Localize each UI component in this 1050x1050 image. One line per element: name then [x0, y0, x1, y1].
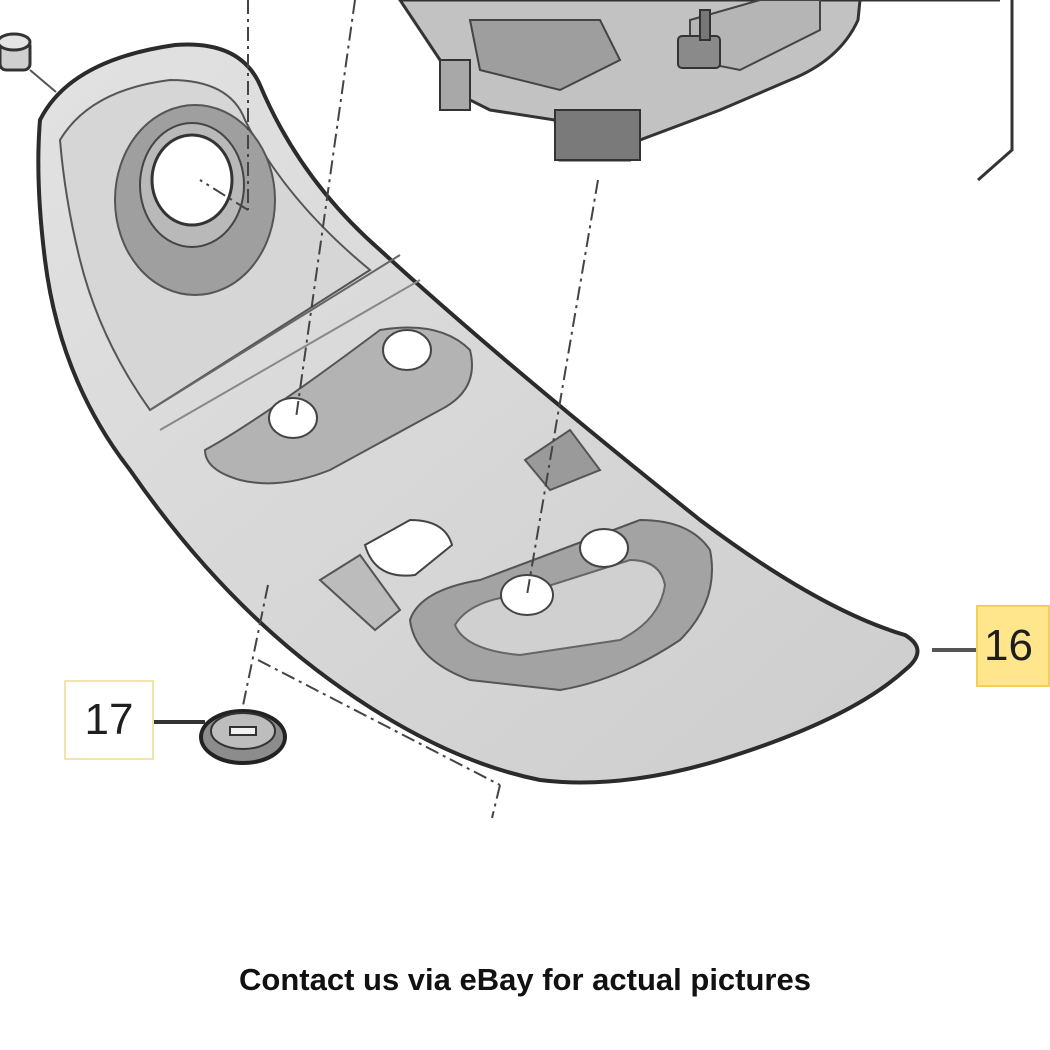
shifter-housing — [398, 0, 1000, 162]
heat-shield-plate — [36, 42, 920, 785]
assembly-guide-lines — [199, 0, 599, 819]
callout-16-text: 16 — [984, 621, 1033, 670]
nut-part-17 — [199, 709, 287, 765]
callout-label-16: 16 — [976, 605, 1050, 687]
callout-17-text: 17 — [84, 695, 134, 744]
footer-caption: Contact us via eBay for actual pictures — [239, 962, 811, 997]
callout-label-17: 17 — [64, 680, 154, 760]
bolt-top-left — [0, 32, 57, 93]
group-bracket-right — [977, 0, 1014, 182]
